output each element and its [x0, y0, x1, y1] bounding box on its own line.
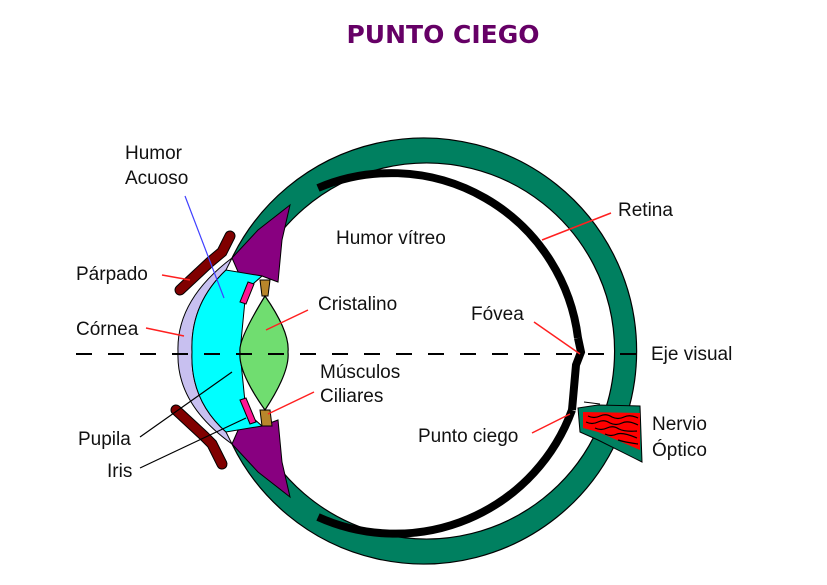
label-humor-acuoso-1: Humor	[125, 143, 183, 164]
label-nervio-1: Nervio	[652, 414, 707, 435]
label-eje-visual: Eje visual	[651, 344, 732, 365]
label-retina: Retina	[618, 200, 673, 221]
page-title: PUNTO CIEGO	[346, 20, 540, 49]
eyelid-lower	[170, 404, 228, 470]
label-humor-acuoso-2: Acuoso	[125, 168, 188, 189]
label-humor-vitreo: Humor vítreo	[336, 228, 446, 249]
label-pupila: Pupila	[78, 429, 131, 450]
label-musculos-2: Ciliares	[320, 386, 383, 407]
iris	[239, 281, 257, 425]
label-fovea: Fóvea	[471, 304, 524, 325]
retina-layer	[316, 169, 586, 538]
label-musculos-1: Músculos	[320, 362, 400, 383]
label-iris: Iris	[107, 461, 132, 482]
ciliary-body	[231, 203, 291, 499]
label-nervio-2: Óptico	[652, 439, 707, 461]
optic-nerve	[577, 401, 643, 463]
label-cristalino: Cristalino	[318, 294, 397, 315]
leader-lines	[139, 195, 612, 469]
label-parpado: Párpado	[76, 264, 148, 285]
sclera	[231, 137, 638, 565]
eyelid-upper	[174, 230, 236, 296]
label-cornea: Córnea	[76, 319, 139, 340]
label-punto-ciego: Punto ciego	[418, 426, 518, 447]
